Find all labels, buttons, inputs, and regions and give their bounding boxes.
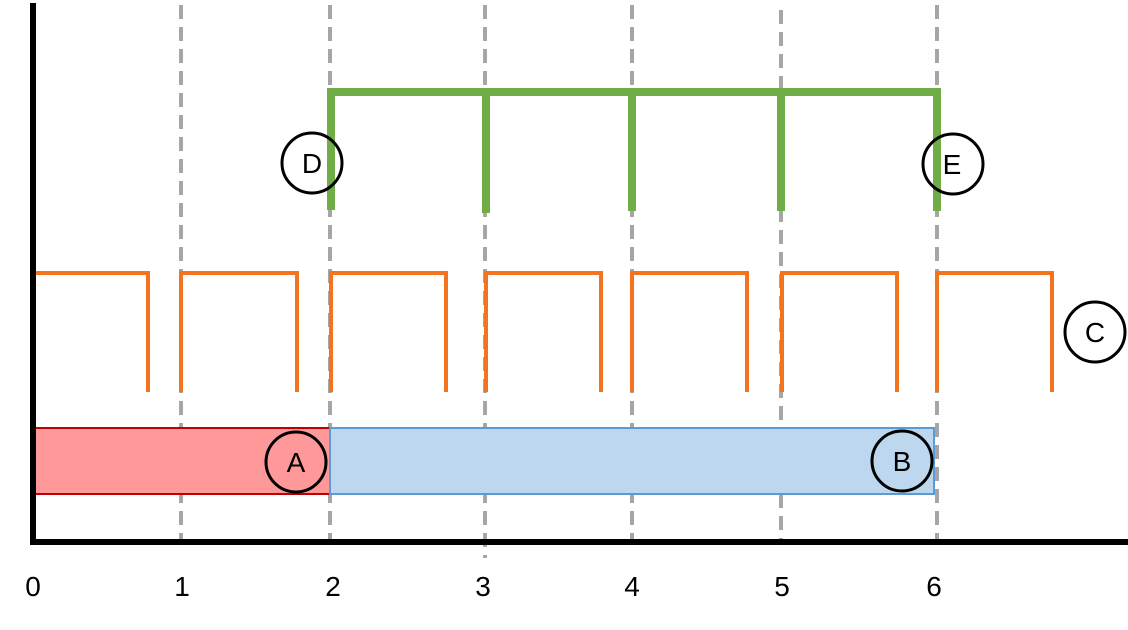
- tick-label-2: 2: [325, 571, 341, 602]
- pulse-train-c: [32, 271, 1054, 392]
- marker-e: E: [921, 132, 985, 196]
- marker-d-circle: [280, 131, 344, 195]
- marker-c-label: C: [1085, 317, 1105, 348]
- axes: [30, 3, 1128, 545]
- marker-d: D: [280, 131, 344, 195]
- pulse: [935, 271, 1054, 392]
- bracket-d-e: [327, 88, 941, 213]
- tick-label-6: 6: [926, 571, 942, 602]
- tick-label-5: 5: [774, 571, 790, 602]
- marker-a-circle: [264, 430, 328, 494]
- marker-d-label: D: [302, 148, 322, 179]
- pulse: [329, 271, 448, 392]
- tick-label-0: 0: [25, 571, 41, 602]
- tick-label-1: 1: [174, 571, 190, 602]
- marker-e-label: E: [943, 149, 962, 180]
- bar-b: [329, 427, 935, 495]
- marker-b-circle: [870, 429, 934, 493]
- tick-label-4: 4: [624, 571, 640, 602]
- marker-b-label: B: [893, 446, 912, 477]
- marker-c: C: [1063, 300, 1127, 364]
- marker-c-circle: [1063, 300, 1127, 364]
- marker-e-circle: [921, 132, 985, 196]
- marker-a-label: A: [287, 447, 306, 478]
- marker-a: A: [264, 430, 328, 494]
- pulse: [780, 271, 899, 392]
- pulse: [179, 271, 299, 392]
- bar-a: [32, 427, 331, 495]
- tick-labels: 0 1 2 3 4 5 6: [25, 571, 942, 602]
- pulse: [32, 271, 150, 392]
- pulse: [630, 271, 749, 392]
- pulse: [484, 271, 603, 392]
- tick-label-3: 3: [475, 571, 491, 602]
- marker-b: B: [870, 429, 934, 493]
